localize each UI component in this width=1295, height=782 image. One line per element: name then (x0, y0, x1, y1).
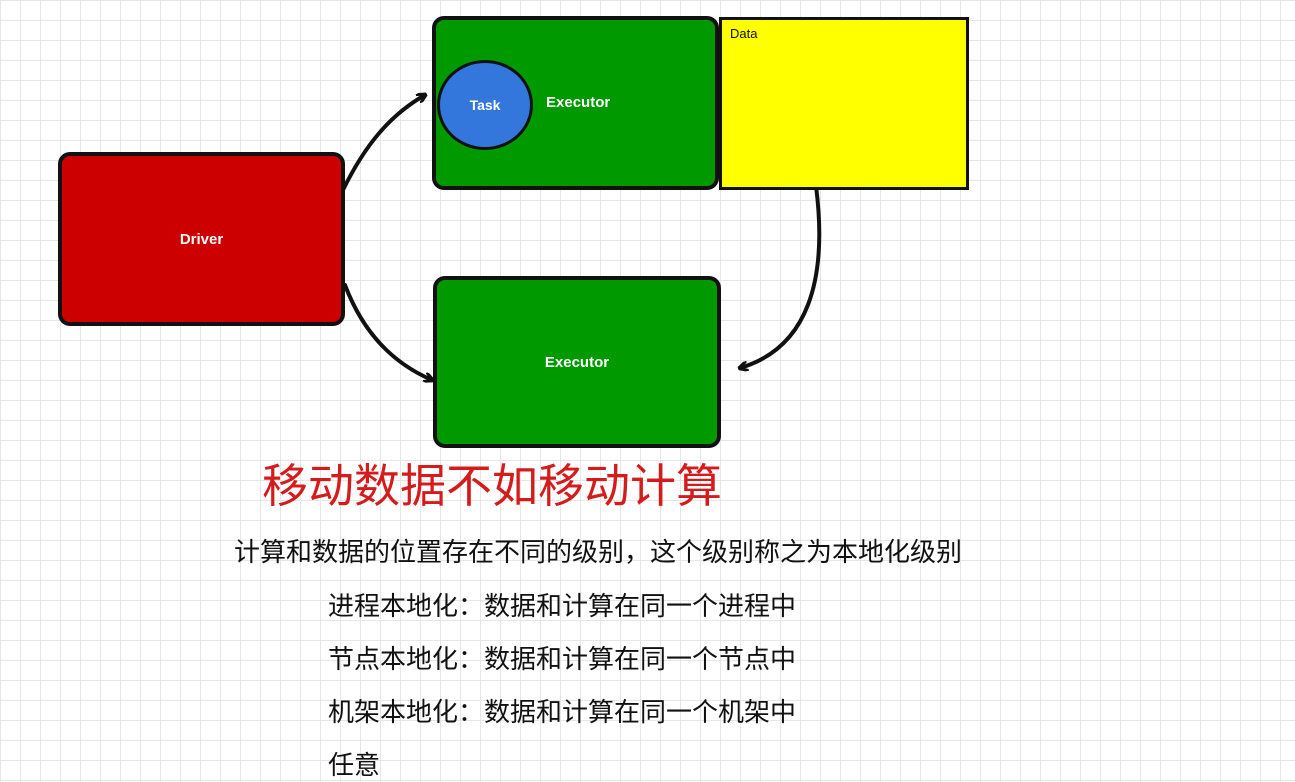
edge-driver-to-executor-bottom (343, 283, 432, 380)
data-label: Data (730, 26, 758, 41)
intro-text: 计算和数据的位置存在不同的级别，这个级别称之为本地化级别 (234, 538, 963, 568)
edge-driver-to-executor-top (341, 95, 425, 192)
edge-data-to-executor-bottom (740, 184, 822, 368)
driver-node[interactable]: Driver (58, 152, 345, 326)
data-node[interactable]: Data (719, 17, 969, 190)
list-item-any: 任意 (328, 751, 381, 781)
executor-bottom-label: Executor (544, 353, 610, 371)
task-node[interactable]: Task (437, 60, 533, 150)
driver-label: Driver (179, 230, 224, 248)
list-item-process-local: 进程本地化：数据和计算在同一个进程中 (328, 592, 797, 622)
executor-top-label: Executor (546, 94, 611, 111)
list-item-node-local: 节点本地化：数据和计算在同一个节点中 (328, 645, 797, 675)
list-item-rack-local: 机架本地化：数据和计算在同一个机架中 (328, 698, 797, 728)
task-label: Task (469, 97, 501, 113)
executor-bottom-node[interactable]: Executor (433, 276, 721, 448)
page-heading: 移动数据不如移动计算 (262, 459, 722, 513)
